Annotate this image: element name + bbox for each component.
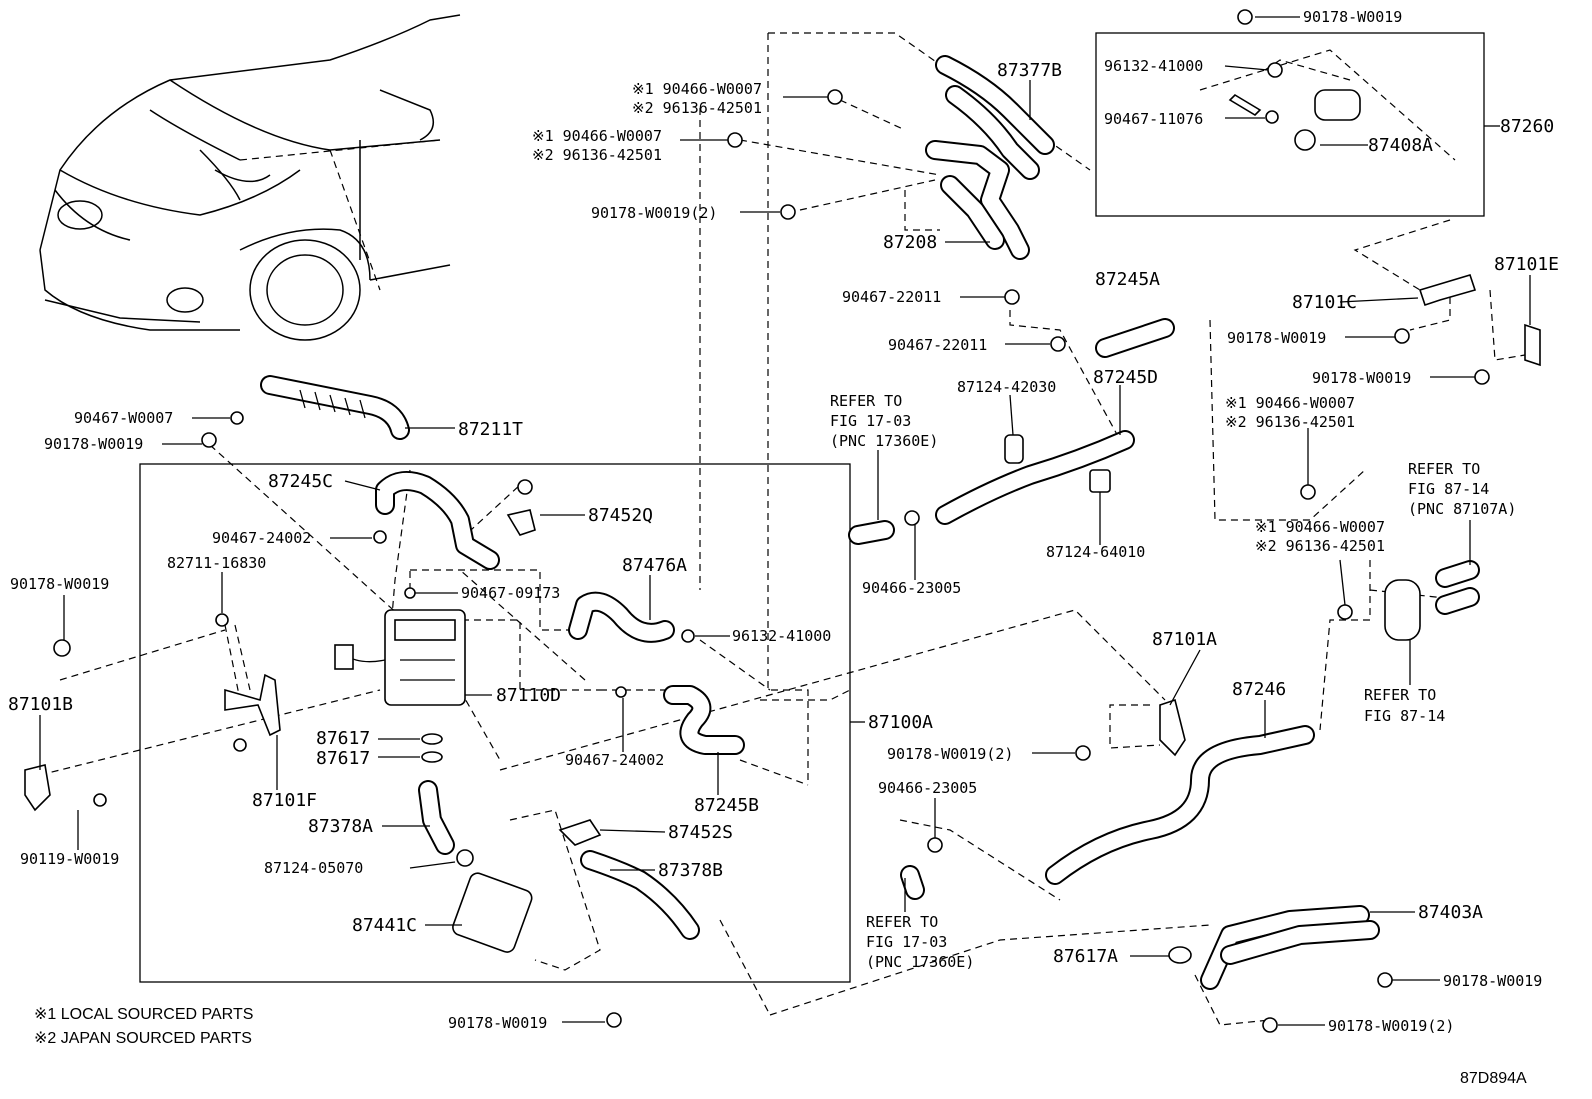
refer-87-14-b-line1: REFER TO <box>1364 686 1436 704</box>
label-87208: 87208 <box>883 232 937 253</box>
label-87101C: 87101C <box>1292 292 1357 313</box>
label-87101E: 87101E <box>1494 254 1559 275</box>
label-87377B: 87377B <box>997 60 1062 81</box>
label-90467-11076: 90467-11076 <box>1104 110 1203 128</box>
label-90467-24002-b: 90467-24002 <box>565 751 664 769</box>
vehicle-front-illustration <box>39 14 461 341</box>
refer-87-14-a-line2: FIG 87-14 <box>1408 480 1489 498</box>
label-87124-64010: 87124-64010 <box>1046 543 1145 561</box>
label-87378A: 87378A <box>308 816 373 837</box>
label-87245A: 87245A <box>1095 269 1160 290</box>
refer-17-03-a-line3: (PNC 17360E) <box>830 432 938 450</box>
label-87245D: 87245D <box>1093 367 1158 388</box>
footnote-local-sourced: ※1 LOCAL SOURCED PARTS <box>34 1006 253 1023</box>
label-96132-41000-b: 96132-41000 <box>732 627 831 645</box>
label-90466-23005-b: 90466-23005 <box>878 779 977 797</box>
label-90467-22011-b: 90467-22011 <box>888 336 987 354</box>
label-87617-a: 87617 <box>316 728 370 749</box>
label-90466-W0007-c: ※1 90466-W0007 <box>1225 394 1355 412</box>
label-87245C: 87245C <box>268 471 333 492</box>
assembly-87260-box <box>1095 32 1485 217</box>
label-87245B: 87245B <box>694 795 759 816</box>
label-90119-W0019: 90119-W0019 <box>20 850 119 868</box>
figure-id: 87D894A <box>1460 1070 1527 1087</box>
label-87260: 87260 <box>1500 116 1554 137</box>
label-87452Q: 87452Q <box>588 505 653 526</box>
label-87124-42030: 87124-42030 <box>957 378 1056 396</box>
label-96136-42501-d: ※2 96136-42501 <box>1255 537 1385 555</box>
label-87617A: 87617A <box>1053 946 1118 967</box>
refer-87-14-a-line3: (PNC 87107A) <box>1408 500 1516 518</box>
label-90467-W0007: 90467-W0007 <box>74 409 173 427</box>
part-drawings <box>24 9 1541 1033</box>
label-90178-W0019-c: 90178-W0019 <box>1227 329 1326 347</box>
refer-17-03-b-line2: FIG 17-03 <box>866 933 947 951</box>
label-90178-W0019-2b: 90178-W0019(2) <box>887 745 1013 763</box>
label-87408A: 87408A <box>1368 135 1433 156</box>
label-90467-09173: 90467-09173 <box>461 584 560 602</box>
label-96136-42501-c: ※2 96136-42501 <box>1225 413 1355 431</box>
label-90178-W0019-g: 90178-W0019 <box>1443 972 1542 990</box>
label-87246: 87246 <box>1232 679 1286 700</box>
label-90178-W0019-h: 90178-W0019 <box>448 1014 547 1032</box>
label-87100A: 87100A <box>868 712 933 733</box>
leader-lines <box>39 16 1531 1026</box>
label-90467-22011-a: 90467-22011 <box>842 288 941 306</box>
part-labels: 87377B 90178-W0019 96132-41000 90467-110… <box>8 8 1559 1035</box>
label-87617-b: 87617 <box>316 748 370 769</box>
label-90178-W0019-2a: 90178-W0019(2) <box>591 204 717 222</box>
label-90178-W0019-d: 90178-W0019 <box>1312 369 1411 387</box>
label-87110D: 87110D <box>496 685 561 706</box>
refer-17-03-a-line2: FIG 17-03 <box>830 412 911 430</box>
label-96132-41000-top: 96132-41000 <box>1104 57 1203 75</box>
footnote-japan-sourced: ※2 JAPAN SOURCED PARTS <box>34 1030 252 1047</box>
label-90178-W0019-2c: 90178-W0019(2) <box>1328 1017 1454 1035</box>
label-90178-top: 90178-W0019 <box>1303 8 1402 26</box>
label-90466-23005-a: 90466-23005 <box>862 579 961 597</box>
label-87476A: 87476A <box>622 555 687 576</box>
label-87403A: 87403A <box>1418 902 1483 923</box>
assembly-87100A-box <box>139 463 851 983</box>
label-87452S: 87452S <box>668 822 733 843</box>
refer-17-03-b-line1: REFER TO <box>866 913 938 931</box>
label-87211T: 87211T <box>458 419 523 440</box>
refer-17-03-a-line1: REFER TO <box>830 392 902 410</box>
label-87124-05070: 87124-05070 <box>264 859 363 877</box>
label-87441C: 87441C <box>352 915 417 936</box>
refer-87-14-a-line1: REFER TO <box>1408 460 1480 478</box>
label-90178-W0019-e: 90178-W0019 <box>44 435 143 453</box>
label-90467-24002-a: 90467-24002 <box>212 529 311 547</box>
label-87101F: 87101F <box>252 790 317 811</box>
label-87101A: 87101A <box>1152 629 1217 650</box>
label-90466-W0007-a: ※1 90466-W0007 <box>632 80 762 98</box>
label-90466-W0007-d: ※1 90466-W0007 <box>1255 518 1385 536</box>
label-82711-16830: 82711-16830 <box>167 554 266 572</box>
label-96136-42501-a: ※2 96136-42501 <box>632 99 762 117</box>
refer-17-03-b-line3: (PNC 17360E) <box>866 953 974 971</box>
refer-87-14-b-line2: FIG 87-14 <box>1364 707 1445 725</box>
label-87378B: 87378B <box>658 860 723 881</box>
label-87101B: 87101B <box>8 694 73 715</box>
label-90178-W0019-f: 90178-W0019 <box>10 575 109 593</box>
label-90466-W0007-b: ※1 90466-W0007 <box>532 127 662 145</box>
label-96136-42501-b: ※2 96136-42501 <box>532 146 662 164</box>
